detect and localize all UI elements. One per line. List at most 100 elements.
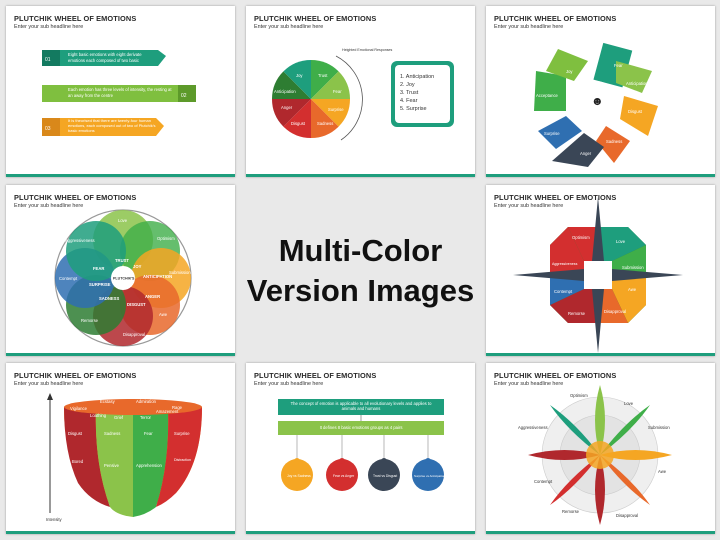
- definition-box: It defines 8 basic emotions groups as 4 …: [319, 425, 403, 430]
- label-optimism: Optimism: [572, 235, 590, 240]
- emotion-petal-wheel: Optimism Love Submission Awe Disapproval…: [518, 385, 672, 525]
- label-submission: Submission: [169, 270, 191, 275]
- label-disapproval: Disapproval: [123, 332, 145, 337]
- low-apprehension: Apprehension: [136, 463, 163, 468]
- accent-bar: [486, 531, 715, 534]
- mid-disgust: Disgust: [68, 431, 83, 436]
- label-love: Love: [616, 239, 626, 244]
- slide-thumbnail-5[interactable]: PLUTCHIK WHEEL OF EMOTIONS Enter your su…: [486, 185, 715, 356]
- emotion-cone-diagram: Intensity Ecstasy Admiration Rage Vigila…: [46, 393, 202, 522]
- slide-subtitle: Enter your sub headline here: [494, 381, 564, 387]
- slide-thumbnail-2[interactable]: PLUTCHIK WHEEL OF EMOTIONS Enter your su…: [246, 6, 475, 177]
- segment-fear: Fear: [333, 89, 342, 94]
- label-love: Love: [118, 218, 128, 223]
- segment-anticipation: Anticipation: [274, 89, 296, 94]
- center-headline: Multi-Color Version Images: [246, 185, 475, 356]
- slide-subtitle: Enter your sub headline here: [14, 24, 84, 30]
- emotion-list: 1. Anticipation 2. Joy 3. Trust 4. Fear …: [400, 73, 434, 113]
- pair-fear-anger: Fear vs Anger: [333, 474, 355, 478]
- slide-thumbnail-8[interactable]: PLUTCHIK WHEEL OF EMOTIONS Enter your su…: [486, 363, 715, 534]
- side-vigilance: Vigilance: [70, 406, 88, 411]
- slide-title: PLUTCHIK WHEEL OF EMOTIONS: [14, 14, 137, 23]
- mid-fear: Fear: [144, 431, 153, 436]
- list-item: 1. Anticipation: [400, 74, 435, 80]
- accent-bar: [6, 531, 235, 534]
- step-text-1: Eight basic emotions with eight derivate…: [68, 52, 142, 63]
- slide-title: PLUTCHIK WHEEL OF EMOTIONS: [254, 371, 377, 380]
- label-awe: Awe: [658, 469, 667, 474]
- segment-disgust: Disgust: [291, 121, 306, 126]
- side-grief: Grief: [114, 415, 124, 420]
- label-remorse: Remorse: [81, 318, 99, 323]
- emotion-octagon-star: Optimism Love Submission Awe Disapproval…: [513, 197, 683, 353]
- list-item: 5. Surprise: [400, 106, 427, 112]
- label-remorse: Remorse: [562, 509, 580, 514]
- accent-bar: [6, 353, 235, 356]
- label-anticipation: Anticipation: [626, 81, 648, 86]
- wheel-center-label: PLUTCHIK'S: [113, 277, 135, 281]
- pair-trust-disgust: Trust vs Disgust: [373, 474, 397, 478]
- label-anger: Anger: [580, 151, 592, 156]
- slide-subtitle: Enter your sub headline here: [494, 24, 564, 30]
- mid-surprise: Surprise: [174, 431, 190, 436]
- step-text-3: It is theorised that there are twenty-fo…: [68, 118, 156, 133]
- mid-sadness: Sadness: [104, 431, 120, 436]
- slide-thumbnail-1[interactable]: PLUTCHIK WHEEL OF EMOTIONS Enter your su…: [6, 6, 235, 177]
- list-item: 4. Fear: [400, 98, 418, 104]
- accent-bar: [486, 174, 715, 177]
- slide-subtitle: Enter your sub headline here: [494, 203, 564, 209]
- pair-joy-sadness: Joy vs Sadness: [287, 474, 311, 478]
- inner-fear: FEAR: [93, 266, 104, 271]
- label-love: Love: [624, 401, 634, 406]
- top-ecstasy: Ecstasy: [100, 399, 116, 404]
- headline-line-1: Multi-Color: [278, 232, 443, 268]
- label-optimism: Optimism: [157, 236, 175, 241]
- segment-joy: Joy: [296, 73, 303, 78]
- emotion-ring-diagram: Fear Anticipation Disgust Sadness Anger …: [534, 42, 658, 167]
- segment-anger: Anger: [281, 105, 293, 110]
- step-text-2: Each emotion has three levels of intensi…: [68, 87, 172, 98]
- label-submission: Submission: [648, 425, 670, 430]
- slide-title: PLUTCHIK WHEEL OF EMOTIONS: [494, 371, 617, 380]
- inner-disgust: DISGUST: [127, 302, 146, 307]
- slide-thumbnail-4[interactable]: PLUTCHIK WHEEL OF EMOTIONS Enter your su…: [6, 185, 235, 356]
- step-number-2: 02: [181, 93, 187, 99]
- label-contempt: Contempt: [554, 289, 573, 294]
- slide-subtitle: Enter your sub headline here: [254, 24, 324, 30]
- inner-anticipation: ANTICIPATION: [143, 274, 172, 279]
- inner-anger: ANGER: [145, 294, 160, 299]
- steps-diagram: 01 02 03: [42, 50, 196, 136]
- label-fear: Fear: [614, 63, 623, 68]
- label-contempt: Contempt: [59, 276, 78, 281]
- accent-bar: [246, 531, 475, 534]
- label-surprise: Surprise: [544, 131, 560, 136]
- label-submission: Submission: [622, 265, 644, 270]
- emotion-flower-wheel: PLUTCHIK'S Love Optimism Submission Awe …: [54, 209, 192, 347]
- inner-surprise: SURPRISE: [89, 282, 111, 287]
- slide-title: PLUTCHIK WHEEL OF EMOTIONS: [494, 193, 617, 202]
- slide-thumbnail-3[interactable]: PLUTCHIK WHEEL OF EMOTIONS Enter your su…: [486, 6, 715, 177]
- headline-line-2: Version Images: [246, 272, 475, 308]
- top-admiration: Admiration: [136, 399, 157, 404]
- accent-bar: [246, 174, 475, 177]
- label-remorse: Remorse: [568, 311, 586, 316]
- slide-subtitle: Enter your sub headline here: [14, 381, 84, 387]
- top-rage: Rage: [172, 405, 183, 410]
- slide-thumbnail-6[interactable]: PLUTCHIK WHEEL OF EMOTIONS Enter your su…: [6, 363, 235, 534]
- side-loathing: Loathing: [90, 413, 107, 418]
- side-terror: Terror: [140, 415, 152, 420]
- concept-box: The concept of emotion is applicable to …: [290, 401, 432, 412]
- segment-surprise: Surprise: [328, 107, 344, 112]
- slide-title: PLUTCHIK WHEEL OF EMOTIONS: [14, 193, 137, 202]
- list-item: 3. Trust: [400, 90, 419, 96]
- label-disapproval: Disapproval: [604, 309, 626, 314]
- low-bored: Bored: [72, 459, 84, 464]
- label-joy: Joy: [566, 69, 573, 74]
- label-aggressiveness: Aggressiveness: [552, 262, 578, 266]
- label-aggressiveness: Aggressiveness: [65, 238, 95, 243]
- slide-thumbnail-7[interactable]: PLUTCHIK WHEEL OF EMOTIONS Enter your su…: [246, 363, 475, 534]
- inner-trust: TRUST: [115, 258, 129, 263]
- step-number-1: 01: [45, 57, 51, 63]
- theatre-masks-icon: ☻: [591, 94, 604, 108]
- emotion-pairs-diagram: Joy vs Sadness Fear vs Anger Trust vs Di…: [278, 399, 446, 491]
